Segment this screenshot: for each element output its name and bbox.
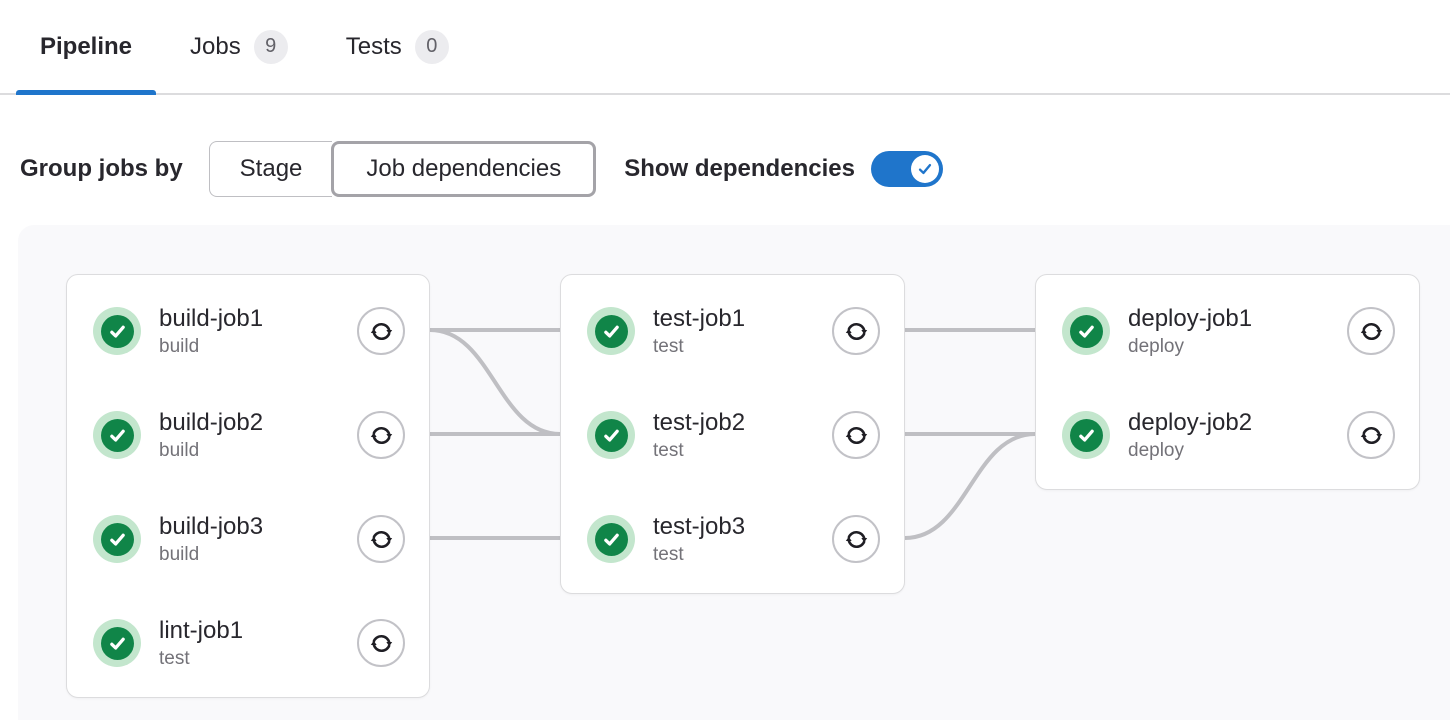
status-success-icon: [93, 411, 141, 459]
status-success-icon: [1062, 307, 1110, 355]
dependency-edges: [429, 328, 1036, 540]
status-success-icon: [587, 515, 635, 563]
jobs-count-badge: 9: [253, 29, 288, 64]
job-stage: build: [159, 440, 200, 461]
job-card: test-job1 test: [560, 274, 905, 594]
status-success-icon: [587, 307, 635, 355]
retry-job-button[interactable]: [832, 411, 880, 459]
group-jobs-by-label: Group jobs by: [20, 155, 183, 182]
group-jobs-by-segmented-control: Stage Job dependencies: [208, 141, 597, 197]
job-name: lint-job1: [159, 617, 244, 644]
retry-icon: [370, 530, 392, 548]
status-success-icon: [93, 515, 141, 563]
job-stage: deploy: [1128, 336, 1184, 357]
retry-icon: [1360, 426, 1382, 444]
retry-icon: [845, 426, 867, 444]
job-name: build-job1: [159, 305, 264, 332]
tab-tests-label: Tests: [345, 32, 402, 60]
job-stage: test: [653, 544, 684, 565]
retry-job-button[interactable]: [832, 515, 880, 563]
retry-icon: [845, 322, 867, 340]
retry-job-button[interactable]: [357, 307, 405, 355]
retry-icon: [845, 530, 867, 548]
retry-job-button[interactable]: [832, 307, 880, 355]
job-item[interactable]: deploy-job1 deploy: [1036, 279, 1419, 383]
toggle-knob: [910, 155, 939, 183]
tab-tests[interactable]: Tests 0: [322, 0, 473, 93]
job-item[interactable]: build-job1 build: [67, 279, 429, 383]
retry-job-button[interactable]: [357, 619, 405, 667]
retry-job-button[interactable]: [357, 411, 405, 459]
show-dependencies-toggle[interactable]: [870, 151, 943, 187]
job-item[interactable]: test-job3 test: [561, 487, 904, 591]
job-item[interactable]: build-job2 build: [67, 383, 429, 487]
job-name: test-job1: [653, 305, 746, 332]
job-card: deploy-job1 deploy: [1035, 274, 1420, 490]
job-stage: test: [653, 336, 684, 357]
status-success-icon: [93, 307, 141, 355]
job-item[interactable]: deploy-job2 deploy: [1036, 383, 1419, 487]
tests-count-badge: 0: [414, 29, 449, 64]
job-item[interactable]: lint-job1 test: [67, 591, 429, 695]
retry-job-button[interactable]: [357, 515, 405, 563]
dependency-edge: [904, 432, 1036, 540]
tab-jobs[interactable]: Jobs 9: [166, 0, 312, 93]
job-stage: build: [159, 544, 200, 565]
toggle-check-icon: [918, 163, 932, 175]
job-name: build-job3: [159, 513, 264, 540]
job-name: deploy-job1: [1128, 305, 1253, 332]
status-success-icon: [93, 619, 141, 667]
tab-pipeline-label: Pipeline: [40, 32, 133, 60]
job-name: test-job2: [653, 409, 746, 436]
retry-icon: [370, 322, 392, 340]
group-by-job-dependencies-button[interactable]: Job dependencies: [331, 141, 597, 197]
retry-icon: [370, 426, 392, 444]
job-name: deploy-job2: [1128, 409, 1253, 436]
group-by-stage-button[interactable]: Stage: [208, 141, 333, 197]
tab-jobs-label: Jobs: [190, 32, 241, 60]
job-name: build-job2: [159, 409, 264, 436]
status-success-icon: [1062, 411, 1110, 459]
pipeline-graph: build-job1 build: [18, 225, 1450, 720]
retry-job-button[interactable]: [1347, 307, 1395, 355]
job-item[interactable]: build-job3 build: [67, 487, 429, 591]
job-card: build-job1 build: [66, 274, 430, 698]
graph-controls: Group jobs by Stage Job dependencies Sho…: [20, 141, 1430, 197]
dependency-edge: [429, 328, 561, 436]
job-name: test-job3: [653, 513, 746, 540]
job-stage: deploy: [1128, 440, 1184, 461]
show-dependencies-label: Show dependencies: [624, 155, 855, 182]
job-stage: test: [653, 440, 684, 461]
retry-job-button[interactable]: [1347, 411, 1395, 459]
job-item[interactable]: test-job2 test: [561, 383, 904, 487]
tab-pipeline[interactable]: Pipeline: [16, 0, 157, 95]
tab-bar: Pipeline Jobs 9 Tests 0: [0, 0, 1450, 95]
job-stage: test: [159, 648, 190, 669]
job-stage: build: [159, 336, 200, 357]
status-success-icon: [587, 411, 635, 459]
retry-icon: [370, 634, 392, 652]
job-item[interactable]: test-job1 test: [561, 279, 904, 383]
retry-icon: [1360, 322, 1382, 340]
